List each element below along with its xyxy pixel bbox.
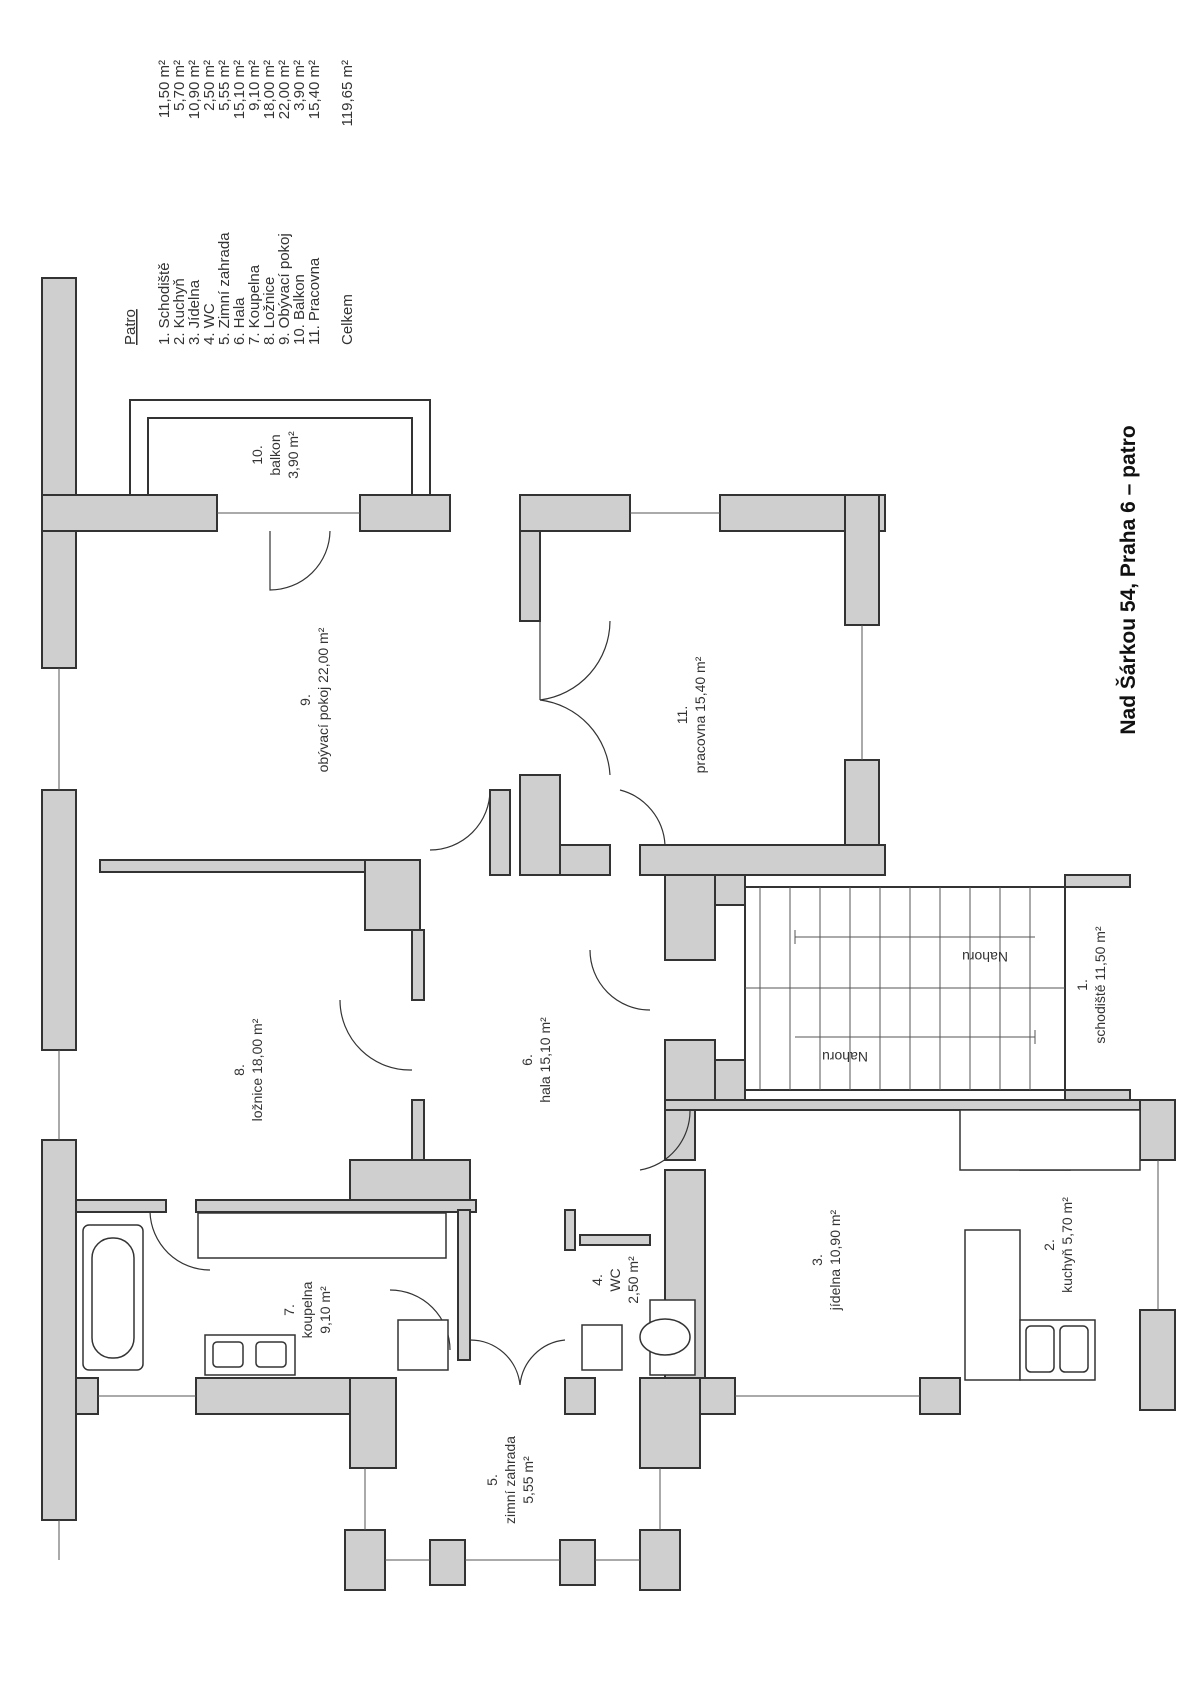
wc-sink-icon — [581, 1324, 623, 1371]
plan-title: Nad Šárkou 54, Praha 6 – patro — [1116, 425, 1140, 734]
legend-item-label: 10. Balkon — [291, 274, 308, 345]
legend-item-label: 6. Hala — [231, 297, 248, 345]
svg-text:3,90 m²: 3,90 m² — [285, 431, 301, 479]
svg-text:8.: 8. — [231, 1064, 247, 1076]
svg-text:koupelna: koupelna — [299, 1281, 315, 1338]
legend-item-area: 10,90 m² — [186, 60, 203, 119]
legend-item-area: 2,50 m² — [201, 60, 218, 111]
room-label-4: 4. WC 2,50 m² — [589, 1256, 641, 1304]
svg-text:5,55 m²: 5,55 m² — [520, 1456, 536, 1504]
stair-label-a: Nahoru — [962, 949, 1008, 965]
svg-text:7.: 7. — [281, 1304, 297, 1316]
svg-text:balkon: balkon — [267, 434, 283, 475]
svg-text:2,50 m²: 2,50 m² — [625, 1256, 641, 1304]
room-label-10: 10. balkon 3,90 m² — [249, 431, 301, 479]
room-label-11: 11. pracovna 15,40 m² — [674, 656, 708, 773]
legend-item-area: 22,00 m² — [276, 60, 293, 119]
walls — [41, 277, 1176, 1591]
legend-item-label: 1. Schodiště — [156, 262, 173, 345]
legend: Patro 1. Schodiště 11,50 m² 2. Kuchyň 5,70 … — [122, 60, 356, 345]
legend-item-label: 9. Obývací pokoj — [276, 233, 293, 345]
svg-text:WC: WC — [607, 1268, 623, 1291]
stair-label-b: Nahoru — [822, 1049, 868, 1065]
legend-item-area: 15,40 m² — [306, 60, 323, 119]
svg-text:9,10 m²: 9,10 m² — [317, 1286, 333, 1334]
svg-text:3.: 3. — [809, 1254, 825, 1266]
legend-item-area: 9,10 m² — [246, 60, 263, 111]
legend-item-label: 2. Kuchyň — [171, 278, 188, 345]
legend-item-area: 5,70 m² — [171, 60, 188, 111]
staircase: Nahoru Nahoru — [744, 886, 1066, 1091]
svg-text:schodiště 11,50 m²: schodiště 11,50 m² — [1092, 926, 1108, 1044]
legend-total-label: Celkem — [339, 294, 356, 345]
legend-item-area: 11,50 m² — [156, 60, 173, 118]
kitchen-counter — [959, 1109, 1141, 1171]
wardrobe-icon — [197, 1212, 447, 1259]
legend-item-label: 5. Zimní zahrada — [216, 232, 233, 345]
svg-text:1.: 1. — [1074, 979, 1090, 991]
room-label-8: 8. ložnice 18,00 m² — [231, 1018, 265, 1121]
room-label-3: 3. jídelna 10,90 m² — [809, 1209, 843, 1311]
svg-text:zimní zahrada: zimní zahrada — [502, 1436, 518, 1524]
svg-text:2.: 2. — [1041, 1239, 1057, 1251]
svg-text:5.: 5. — [484, 1474, 500, 1486]
svg-text:6.: 6. — [519, 1054, 535, 1066]
svg-text:9.: 9. — [297, 694, 313, 706]
legend-item-label: 8. Ložnice — [261, 277, 278, 345]
legend-item-label: 7. Koupelna — [246, 264, 263, 345]
room-label-6: 6. hala 15,10 m² — [519, 1017, 553, 1103]
room-label-2: 2. kuchyň 5,70 m² — [1041, 1197, 1075, 1293]
room-label-5: 5. zimní zahrada 5,55 m² — [484, 1436, 536, 1524]
legend-heading: Patro — [122, 309, 139, 345]
room-label-1: 1. schodiště 11,50 m² — [1074, 926, 1108, 1044]
legend-item-area: 15,10 m² — [231, 60, 248, 119]
svg-text:kuchyň 5,70 m²: kuchyň 5,70 m² — [1059, 1197, 1075, 1293]
room-label-7: 7. koupelna 9,10 m² — [281, 1281, 333, 1338]
svg-text:hala 15,10 m²: hala 15,10 m² — [537, 1017, 553, 1103]
doors — [149, 530, 691, 1386]
legend-item-label: 11. Pracovna — [306, 257, 323, 345]
svg-text:jídelna 10,90 m²: jídelna 10,90 m² — [827, 1209, 843, 1311]
svg-text:obývací pokoj 22,00 m²: obývací pokoj 22,00 m² — [315, 627, 331, 772]
svg-text:pracovna 15,40 m²: pracovna 15,40 m² — [692, 656, 708, 773]
legend-item-label: 3. Jídelna — [186, 279, 203, 345]
svg-text:ložnice 18,00 m²: ložnice 18,00 m² — [249, 1018, 265, 1121]
room-label-9: 9. obývací pokoj 22,00 m² — [297, 627, 331, 772]
legend-item-label: 4. WC — [201, 303, 218, 345]
legend-item-area: 5,55 m² — [216, 60, 233, 111]
fixtures — [82, 1109, 1141, 1381]
legend-item-area: 18,00 m² — [261, 60, 278, 119]
svg-text:11.: 11. — [674, 706, 690, 724]
legend-total-area: 119,65 m² — [339, 60, 356, 126]
svg-text:4.: 4. — [589, 1274, 605, 1286]
room-labels: 10. balkon 3,90 m² 9. obývací pokoj 22,0… — [231, 431, 1108, 1524]
svg-text:10.: 10. — [249, 445, 265, 464]
legend-item-area: 3,90 m² — [291, 60, 308, 111]
